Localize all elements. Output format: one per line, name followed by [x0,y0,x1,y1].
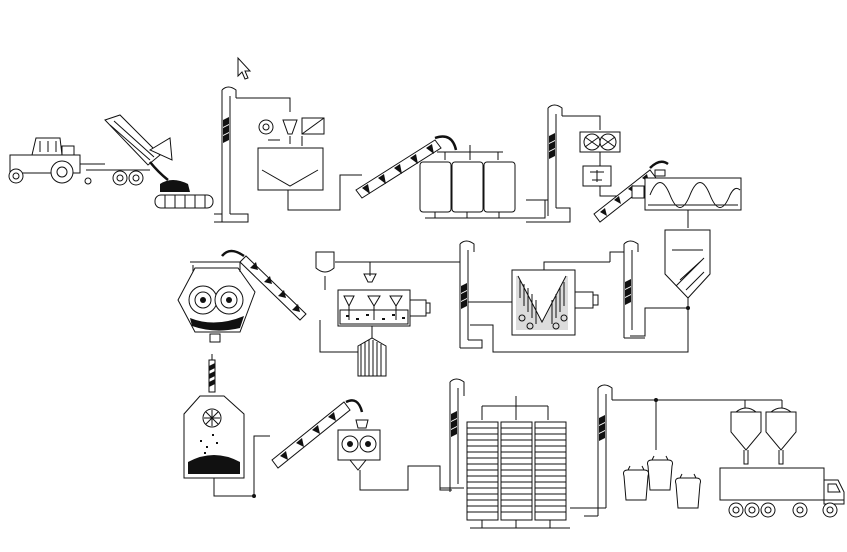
flow-line [319,320,360,353]
bucket-elevator-icon [459,240,483,349]
tractor-icon [8,137,105,184]
flow-junction [654,398,658,402]
sieve-drum-icon [357,326,387,377]
scale-icon [582,152,640,197]
screw-mixer-icon [631,169,742,211]
truck-icon [719,467,845,518]
screw-conveyor-icon [271,399,364,469]
roller-crusher-icon [177,261,256,343]
screw-conveyor-icon [355,135,458,199]
tank-icon [419,145,546,219]
bucket-elevator-icon [609,240,645,339]
cleaner-icon [257,117,362,211]
bucket-elevator-icon [570,384,613,517]
motor-icon [409,299,427,317]
flow-line [562,115,601,130]
dosing-tank-icon [315,251,460,290]
cyclone-icon [470,229,711,353]
motor-icon [631,185,645,199]
bucket-elevator-icon [526,104,571,223]
tipping-trailer-icon [84,114,173,186]
cooler-icon [183,395,270,498]
loading-silo-icon [730,407,797,465]
pellet-mill-icon [337,419,452,491]
blower-icon [579,131,621,153]
conditioner-icon [511,261,610,336]
big-bag-icon [623,455,701,509]
flow-line [208,354,216,393]
bucket-elevator-icon [214,86,249,223]
belt-conveyor-icon [154,180,214,209]
hopper-icon [282,119,298,135]
mouse-cursor-icon [237,56,252,80]
flow-line [236,97,291,112]
flow-line [612,399,783,450]
mixer-icon [337,289,431,327]
silo-icon [463,390,570,529]
fan-icon [258,119,274,135]
bucket-elevator-icon [440,378,465,492]
motor-icon [574,291,594,309]
screw-conveyor-icon [221,249,307,321]
